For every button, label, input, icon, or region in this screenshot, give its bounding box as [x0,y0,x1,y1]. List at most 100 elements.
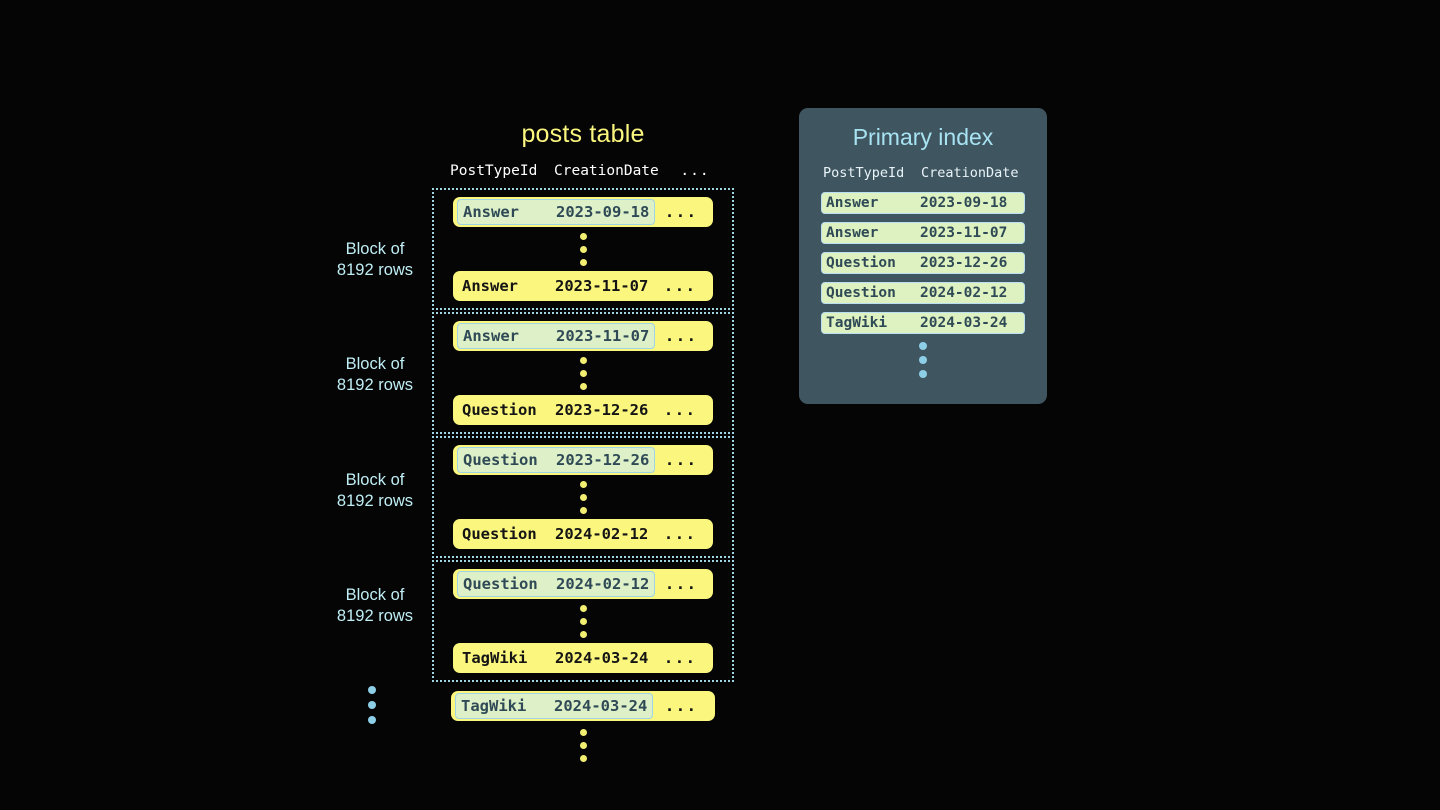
primary-index-column-headers: PostTypeId CreationDate [821,165,1025,181]
block-label: Block of 8192 rows [336,471,414,510]
row-gap-dots [434,475,732,519]
row-creationdate: 2024-02-12 [555,525,649,543]
row-ellipsis: ... [664,203,698,221]
table-block: Question 2023-12-26 ... Question 2024-02… [432,436,734,558]
row-key-span: TagWiki 2024-03-24 [457,645,653,671]
table-trailing-dots [432,723,734,767]
block-label: Block of 8192 rows [336,355,414,394]
index-row-creationdate: 2023-09-18 [920,195,1008,211]
row-creationdate: 2023-11-07 [556,327,650,345]
index-continuation-dots [821,342,1025,378]
dot [579,480,587,488]
column-header-more: ... [680,163,710,179]
index-column-header-posttypeid: PostTypeId [823,165,905,181]
table-block: Question 2024-02-12 ... TagWiki 2024-03-… [432,560,734,682]
row-gap-dots [434,351,732,395]
table-row: Answer 2023-11-07 ... [453,321,713,351]
dot [579,382,587,390]
table-continuation-dots [368,686,376,724]
dot [579,630,587,638]
index-row: Answer 2023-09-18 [821,192,1025,214]
table-block: Answer 2023-11-07 ... Question 2023-12-2… [432,312,734,434]
row-ellipsis: ... [664,697,698,715]
dot [579,258,587,266]
index-row-creationdate: 2024-02-12 [920,285,1008,301]
dot [579,604,587,612]
row-creationdate: 2023-11-07 [555,277,649,295]
row-ellipsis: ... [663,277,697,295]
dot [579,728,587,736]
row-creationdate: 2023-12-26 [555,401,649,419]
dot [579,356,587,364]
index-row: Question 2024-02-12 [821,282,1025,304]
row-posttypeid: Question [462,525,537,543]
index-row-posttypeid: Answer [826,225,879,241]
row-ellipsis: ... [664,575,698,593]
row-key-span: Question 2023-12-26 [457,397,653,423]
table-row: Question 2023-12-26 ... [453,395,713,425]
row-key-span: Answer 2023-11-07 [457,273,653,299]
row-gap-dots [434,227,732,271]
row-gap-dots [434,599,732,643]
row-ellipsis: ... [664,451,698,469]
row-creationdate: 2023-09-18 [556,203,650,221]
row-key-span: Question 2024-02-12 [457,571,656,597]
dot [919,370,927,378]
row-creationdate: 2024-02-12 [556,575,650,593]
dot [579,506,587,514]
primary-index-panel: Primary index PostTypeId CreationDate An… [799,108,1047,404]
block-label: Block of 8192 rows [336,586,414,625]
dot [579,369,587,377]
dot [579,493,587,501]
row-posttypeid: Answer [463,327,519,345]
row-key-span: Answer 2023-11-07 [457,323,656,349]
row-creationdate: 2024-03-24 [554,697,648,715]
row-key-span: Answer 2023-09-18 [457,199,656,225]
dot [579,232,587,240]
dot [919,356,927,364]
table-row: TagWiki 2024-03-24 ... [453,643,713,673]
row-key-span: TagWiki 2024-03-24 [455,693,654,719]
posts-table-blocks: Answer 2023-09-18 ... Answer 2023-11-07 … [432,188,734,767]
row-posttypeid: Question [463,451,538,469]
row-key-span: Question 2024-02-12 [457,521,653,547]
index-row-creationdate: 2023-12-26 [920,255,1008,271]
row-ellipsis: ... [664,327,698,345]
dot [368,716,376,724]
dot [368,701,376,709]
row-posttypeid: Answer [463,203,519,221]
table-row-trailing: TagWiki 2024-03-24 ... [451,691,715,721]
index-column-header-creationdate: CreationDate [921,165,1019,181]
row-key-span: Question 2023-12-26 [457,447,656,473]
dot [579,617,587,625]
row-creationdate: 2024-03-24 [555,649,649,667]
column-header-posttypeid: PostTypeId [450,163,538,179]
dot [579,754,587,762]
index-row: Question 2023-12-26 [821,252,1025,274]
row-posttypeid: TagWiki [461,697,527,715]
table-row: Question 2023-12-26 ... [453,445,713,475]
index-row-creationdate: 2024-03-24 [920,315,1008,331]
posts-table-column-headers: PostTypeId CreationDate ... [432,163,734,179]
index-row-posttypeid: Question [826,285,896,301]
row-creationdate: 2023-12-26 [556,451,650,469]
dot [579,741,587,749]
column-header-creationdate: CreationDate [554,163,659,179]
primary-index-title: Primary index [852,124,994,150]
dot [579,245,587,253]
dot [919,342,927,350]
posts-table: posts table PostTypeId CreationDate ... … [432,120,734,767]
table-block: Answer 2023-09-18 ... Answer 2023-11-07 … [432,188,734,310]
row-posttypeid: TagWiki [462,649,528,667]
table-row: Question 2024-02-12 ... [453,519,713,549]
row-ellipsis: ... [663,401,697,419]
table-row: Answer 2023-09-18 ... [453,197,713,227]
row-posttypeid: Answer [462,277,518,295]
row-ellipsis: ... [663,649,697,667]
index-row: Answer 2023-11-07 [821,222,1025,244]
table-row: Question 2024-02-12 ... [453,569,713,599]
index-row-posttypeid: Answer [826,195,879,211]
row-posttypeid: Question [463,575,538,593]
index-row-posttypeid: Question [826,255,896,271]
row-ellipsis: ... [663,525,697,543]
